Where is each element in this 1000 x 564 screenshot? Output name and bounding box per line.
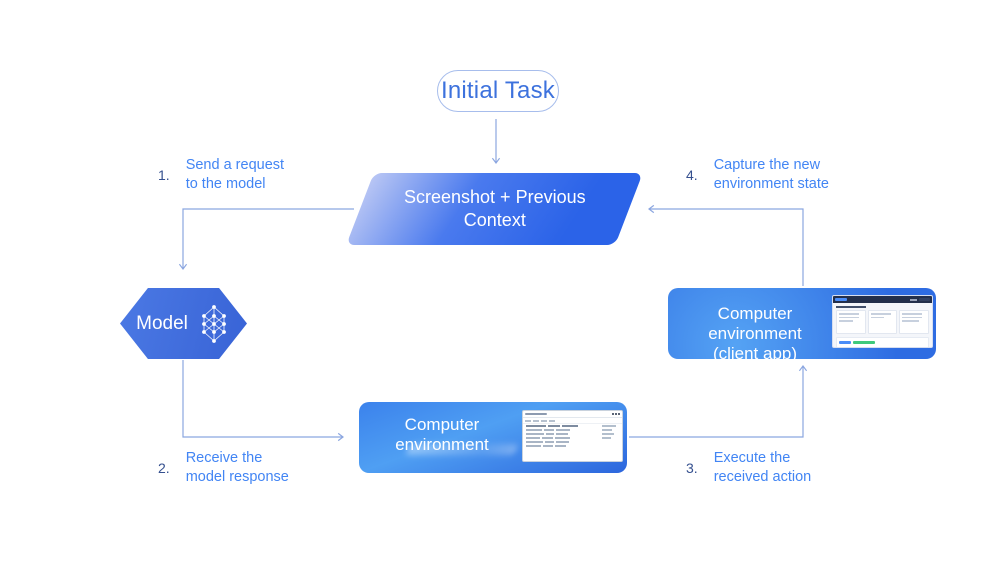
status-badge-green: [853, 341, 875, 344]
webapp-card: [867, 310, 898, 334]
webapp-card: [899, 310, 930, 334]
model-node: Model: [120, 288, 247, 359]
webapp-status-row: [836, 337, 929, 347]
webapp-cards: [833, 310, 932, 334]
context-label-line2: Context: [463, 210, 526, 230]
thumbnail-titlebar: [523, 411, 622, 418]
step-text: Execute the received action: [713, 450, 812, 485]
initial-task-label: Initial Task: [440, 77, 555, 104]
context-node-label: Screenshot + Previous Context: [404, 186, 586, 232]
client-environment-label: Computer environment (client app): [672, 304, 838, 364]
maximize-icon: [615, 413, 617, 415]
computer-environment-label: Computer environment: [395, 415, 489, 454]
webapp-heading: [836, 306, 866, 308]
step-1-send-request: 1. Send a request to the model: [158, 156, 284, 194]
table-row: [526, 437, 598, 439]
table-row: [526, 445, 598, 447]
table-row: [526, 441, 598, 443]
connector-context-to-model: [178, 208, 354, 270]
model-label: Model: [136, 312, 188, 334]
webapp-logo: [835, 298, 847, 301]
table-row: [526, 433, 598, 435]
table-row: [526, 425, 598, 427]
client-label-line2: (client app): [712, 344, 798, 363]
step-number: 3.: [686, 460, 698, 476]
thumbnail-title-text: [525, 413, 547, 415]
step-number: 4.: [686, 167, 698, 183]
status-badge-blue: [839, 341, 851, 344]
minimize-icon: [612, 413, 614, 415]
thumbnail-file-table: [526, 425, 598, 449]
computer-environment-node: Computer environment: [359, 402, 627, 473]
step-text: Capture the new environment state: [713, 157, 829, 192]
thumbnail-toolbar: [523, 418, 622, 424]
step-number: 2.: [158, 460, 170, 476]
connector-clientapp-to-context: [648, 204, 804, 286]
initial-task-node: Initial Task: [437, 70, 559, 112]
table-row: [526, 429, 598, 431]
webapp-card: [836, 310, 866, 334]
client-label-line1: Computer environment: [708, 304, 802, 343]
thumbnail-detail-column: [602, 425, 618, 441]
context-node: Screenshot + Previous Context: [346, 173, 643, 245]
close-icon: [618, 413, 620, 415]
webapp-account-button: [919, 298, 930, 301]
connector-model-to-environment: [182, 360, 344, 442]
step-text: Send a request to the model: [185, 157, 285, 192]
webapp-nav-item: [910, 298, 917, 301]
context-label-line1: Screenshot + Previous: [403, 187, 586, 207]
ghost-reflection: [405, 444, 519, 455]
step-number: 1.: [158, 167, 170, 183]
step-4-capture-state: 4. Capture the new environment state: [686, 156, 829, 194]
webapp-screenshot-thumbnail: [832, 295, 933, 348]
webapp-topbar: [833, 296, 932, 303]
step-text: Receive the model response: [185, 450, 289, 485]
step-3-execute-action: 3. Execute the received action: [686, 449, 811, 487]
file-manager-screenshot-thumbnail: [522, 410, 623, 462]
neural-network-icon: [201, 304, 226, 343]
client-environment-node: Computer environment (client app): [668, 288, 936, 363]
connector-environment-to-clientapp: [629, 365, 808, 438]
step-2-receive-response: 2. Receive the model response: [158, 449, 289, 487]
